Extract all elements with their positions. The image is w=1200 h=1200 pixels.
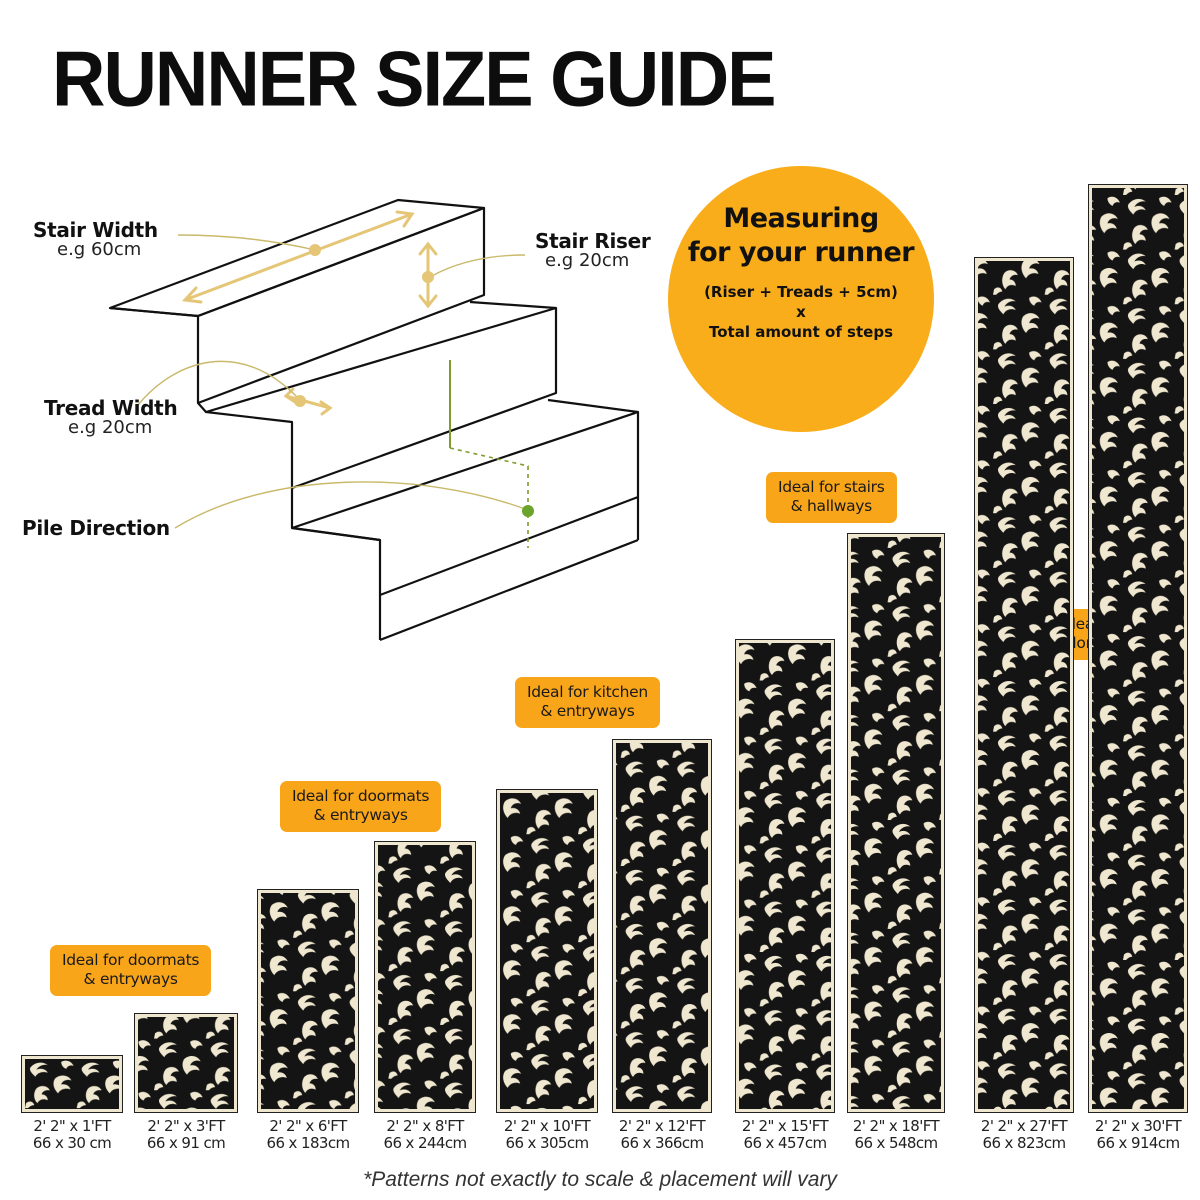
measuring-heading-2: for your runner bbox=[687, 236, 915, 268]
runner-rug-10 bbox=[1088, 184, 1188, 1113]
formula-line-3: Total amount of steps bbox=[709, 323, 893, 341]
rug-pattern bbox=[739, 643, 831, 1109]
measuring-formula-circle: Measuring for your runner (Riser + Tread… bbox=[668, 166, 934, 432]
width-arrow-icon bbox=[181, 210, 415, 304]
runner-rug-4 bbox=[374, 841, 476, 1113]
formula-line-1: (Riser + Treads + 5cm) bbox=[704, 282, 898, 301]
footnote: *Patterns not exactly to scale & placeme… bbox=[363, 1168, 837, 1191]
runner-rug-6 bbox=[612, 739, 712, 1113]
runner-rug-9 bbox=[974, 257, 1074, 1113]
pile-direction-marker-icon bbox=[522, 505, 534, 517]
rug-pattern bbox=[978, 261, 1070, 1109]
rug-pattern bbox=[261, 893, 355, 1109]
usage-badge: Ideal for kitchen& entryways bbox=[515, 677, 660, 728]
rug-pattern bbox=[25, 1059, 119, 1109]
runner-rug-1 bbox=[21, 1055, 123, 1113]
stair-diagram bbox=[108, 198, 640, 642]
rug-pattern bbox=[500, 793, 594, 1109]
runner-rug-2 bbox=[134, 1013, 238, 1113]
runner-rug-7 bbox=[735, 639, 835, 1113]
tread-width-marker-icon bbox=[294, 395, 306, 407]
rug-pattern bbox=[851, 537, 941, 1109]
usage-badge: Ideal for doormats& entryways bbox=[280, 781, 442, 832]
runner-rug-8 bbox=[847, 533, 945, 1113]
usage-badge: Ideal for stairs& hallways bbox=[766, 472, 897, 523]
tread-width-label: Tread Width e.g 20cm bbox=[44, 396, 178, 438]
rug-pattern bbox=[138, 1017, 234, 1109]
runner-rug-3 bbox=[257, 889, 359, 1113]
stair-width-marker-icon bbox=[309, 244, 321, 256]
rug-pattern bbox=[378, 845, 472, 1109]
leader-lines bbox=[137, 234, 529, 529]
stair-riser-marker-icon bbox=[422, 271, 434, 283]
page-title: RUNNER SIZE GUIDE bbox=[52, 34, 777, 123]
stair-riser-label: Stair Riser e.g 20cm bbox=[535, 229, 651, 271]
formula-line-2: x bbox=[796, 302, 806, 321]
pile-direction-label: Pile Direction bbox=[22, 516, 170, 540]
measuring-heading-1: Measuring bbox=[723, 203, 879, 234]
rug-pattern bbox=[616, 743, 708, 1109]
usage-badge: Ideal for doormats& entryways bbox=[50, 945, 212, 996]
stair-width-label: Stair Width e.g 60cm bbox=[33, 218, 158, 260]
runner-rug-5 bbox=[496, 789, 598, 1113]
stair-outline bbox=[108, 198, 640, 642]
rug-pattern bbox=[1092, 188, 1184, 1109]
pile-dashed-guide bbox=[449, 447, 529, 548]
